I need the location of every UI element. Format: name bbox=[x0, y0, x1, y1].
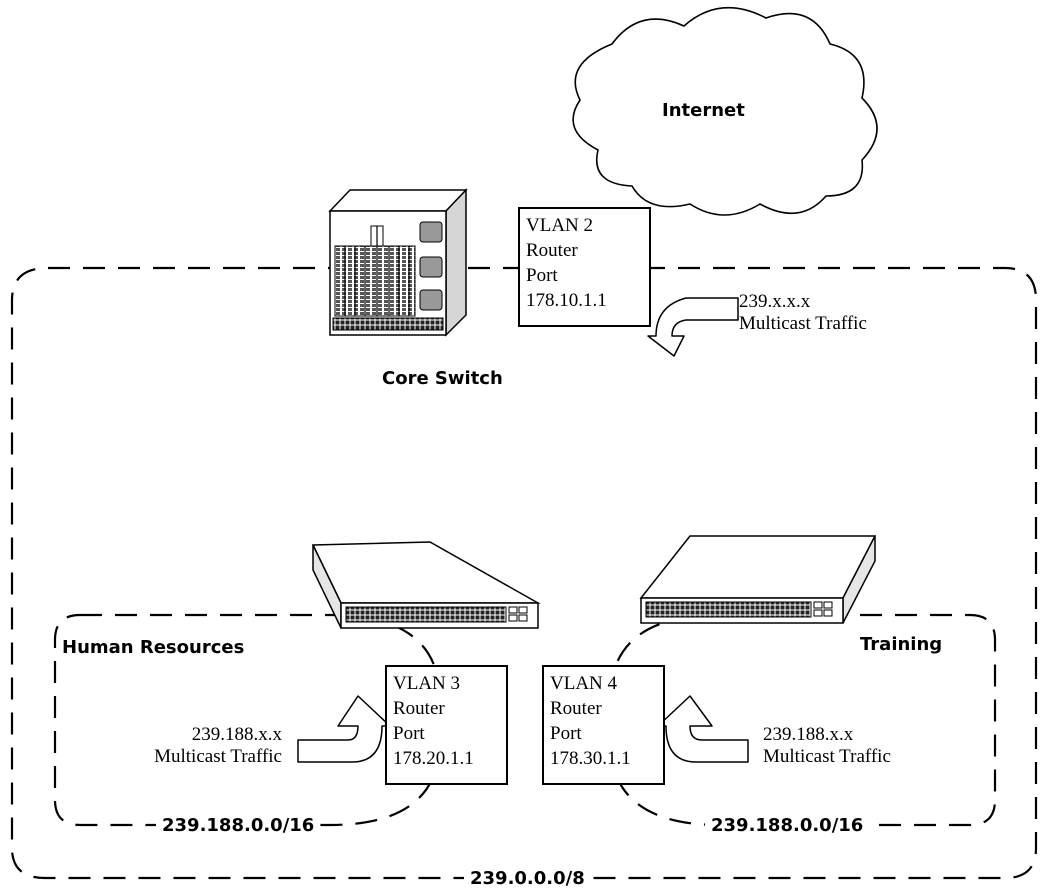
vlan4-ip: 178.30.1.1 bbox=[550, 748, 631, 769]
vlan3-ip: 178.20.1.1 bbox=[393, 748, 474, 769]
hr-zone-boundary bbox=[53, 613, 442, 827]
rack-switch-icon bbox=[311, 541, 541, 629]
training-zone-name: Training bbox=[860, 634, 943, 655]
outer-zone-label: 239.0.0.0/8 bbox=[464, 868, 591, 889]
vlan4-port: Port bbox=[550, 723, 582, 744]
core-traffic-address: 239.x.x.x bbox=[739, 291, 811, 312]
internet-label: Internet bbox=[662, 100, 745, 121]
core-traffic-text: Multicast Traffic bbox=[739, 313, 867, 334]
vlan4-router-port: VLAN 4 Router Port 178.30.1.1 bbox=[542, 665, 665, 785]
hr-traffic-label: 239.188.x.x Multicast Traffic bbox=[100, 724, 282, 768]
training-traffic-address: 239.188.x.x bbox=[763, 724, 854, 745]
outer-zone-boundary bbox=[10, 266, 1038, 880]
core-switch-label: Core Switch bbox=[382, 368, 503, 389]
training-zone-boundary bbox=[608, 613, 997, 827]
vlan4-type: Router bbox=[550, 698, 602, 719]
vlan2-id: VLAN 2 bbox=[526, 215, 594, 236]
vlan2-type: Router bbox=[526, 240, 578, 261]
vlan3-type: Router bbox=[393, 698, 445, 719]
vlan3-port: Port bbox=[393, 723, 425, 744]
curved-arrow-icon bbox=[647, 297, 739, 357]
vlan2-router-port: VLAN 2 Router Port 178.10.1.1 bbox=[518, 207, 651, 327]
hr-zone-name: Human Resources bbox=[62, 637, 245, 658]
curved-arrow-icon bbox=[657, 695, 749, 763]
chassis-switch-icon bbox=[328, 188, 468, 337]
vlan4-id: VLAN 4 bbox=[550, 673, 618, 694]
vlan3-router-port: VLAN 3 Router Port 178.20.1.1 bbox=[385, 665, 508, 785]
hr-traffic-text: Multicast Traffic bbox=[154, 746, 282, 767]
hr-traffic-address: 239.188.x.x bbox=[191, 724, 282, 745]
training-traffic-text: Multicast Traffic bbox=[763, 746, 891, 767]
rack-switch-icon bbox=[639, 535, 877, 624]
vlan2-ip: 178.10.1.1 bbox=[526, 290, 607, 311]
vlan3-id: VLAN 3 bbox=[393, 673, 461, 694]
vlan2-port: Port bbox=[526, 265, 558, 286]
hr-zone-range: 239.188.0.0/16 bbox=[156, 815, 321, 836]
training-zone-range: 239.188.0.0/16 bbox=[705, 815, 870, 836]
core-traffic-label: 239.x.x.x Multicast Traffic bbox=[739, 291, 867, 335]
training-traffic-label: 239.188.x.x Multicast Traffic bbox=[763, 724, 891, 768]
curved-arrow-icon bbox=[297, 695, 391, 763]
cloud-icon bbox=[572, 6, 878, 216]
